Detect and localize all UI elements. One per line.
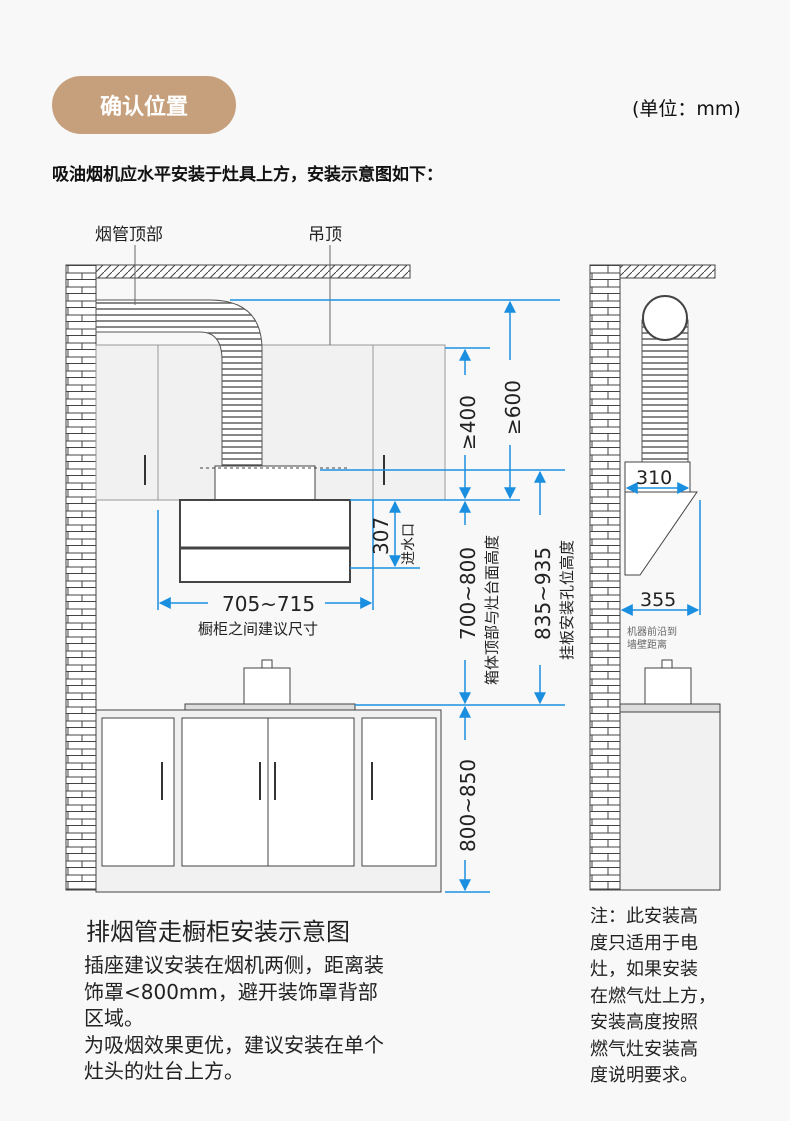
dim-835: 835~935 bbox=[531, 547, 555, 640]
note-line: 为吸烟效果更优，建议安装在单个 bbox=[84, 1032, 384, 1057]
note-line: 区域。 bbox=[84, 1006, 144, 1030]
intro-text: 吸油烟机应水平安装于灶具上方，安装示意图如下： bbox=[52, 165, 443, 185]
notes-text: 插座建议安装在烟机两侧，距离装 饰罩<800mm，避开装饰罩背部 区域。 为吸烟… bbox=[84, 952, 384, 1085]
left-wall bbox=[65, 264, 411, 891]
side-note-line: 灶，如果安装 bbox=[590, 959, 698, 980]
side-notes: 注：此安装高 度只适用于电 灶，如果安装 在燃气灶上方， 安装高度按照 燃气灶安… bbox=[590, 904, 716, 1090]
leader-lines bbox=[134, 245, 331, 345]
water-inlet-label: 进水口 bbox=[401, 523, 417, 565]
side-label-2: 墙壁距离 bbox=[627, 638, 667, 651]
range-hood bbox=[179, 465, 351, 583]
notes-title: 排烟管走橱柜安装示意图 bbox=[86, 918, 350, 946]
note-line: 灶头的灶台上方。 bbox=[84, 1059, 244, 1083]
side-note-line: 度只适用于电 bbox=[590, 932, 698, 954]
note-line: 饰罩<800mm，避开装饰罩背部 bbox=[84, 979, 378, 1004]
side-note-line: 度说明要求。 bbox=[590, 1065, 698, 1086]
dim-800: 800~850 bbox=[456, 759, 480, 852]
note-line: 插座建议安装在烟机两侧，距离装 bbox=[84, 953, 384, 977]
dimension-texts: 705~715 橱柜之间建议尺寸 ≥400 ≥600 307 进水口 700~8… bbox=[198, 380, 576, 852]
dim-705: 705~715 bbox=[222, 592, 315, 616]
cabinet-gap-label: 橱柜之间建议尺寸 bbox=[198, 620, 318, 638]
side-label-1: 机器前沿到 bbox=[627, 625, 677, 638]
duct-top-label: 烟管顶部 bbox=[95, 225, 163, 245]
plate-hole-label: 挂板安装孔位高度 bbox=[558, 540, 576, 660]
dim-600: ≥600 bbox=[501, 380, 525, 435]
hood-height-label: 箱体顶部与灶台面高度 bbox=[483, 535, 501, 685]
side-note-line: 注：此安装高 bbox=[590, 906, 698, 927]
dimension-lines bbox=[157, 299, 565, 893]
dim-355: 355 bbox=[640, 589, 676, 611]
ceiling-label: 吊顶 bbox=[308, 225, 342, 245]
side-note-line: 在燃气灶上方， bbox=[590, 985, 716, 1007]
cooktop-pot bbox=[184, 659, 356, 711]
section-title-badge: 确认位置 bbox=[52, 76, 236, 134]
side-note-line: 燃气灶安装高 bbox=[590, 1038, 698, 1060]
dim-700: 700~800 bbox=[456, 547, 480, 640]
side-view bbox=[589, 264, 721, 891]
side-dimension-lines bbox=[620, 482, 701, 616]
unit-label: (单位：mm) bbox=[632, 98, 741, 120]
side-note-line: 安装高度按照 bbox=[590, 1012, 698, 1033]
dim-400: ≥400 bbox=[456, 395, 480, 450]
dim-307: 307 bbox=[369, 517, 393, 555]
lower-cabinets bbox=[95, 709, 442, 893]
dim-310: 310 bbox=[636, 467, 672, 489]
